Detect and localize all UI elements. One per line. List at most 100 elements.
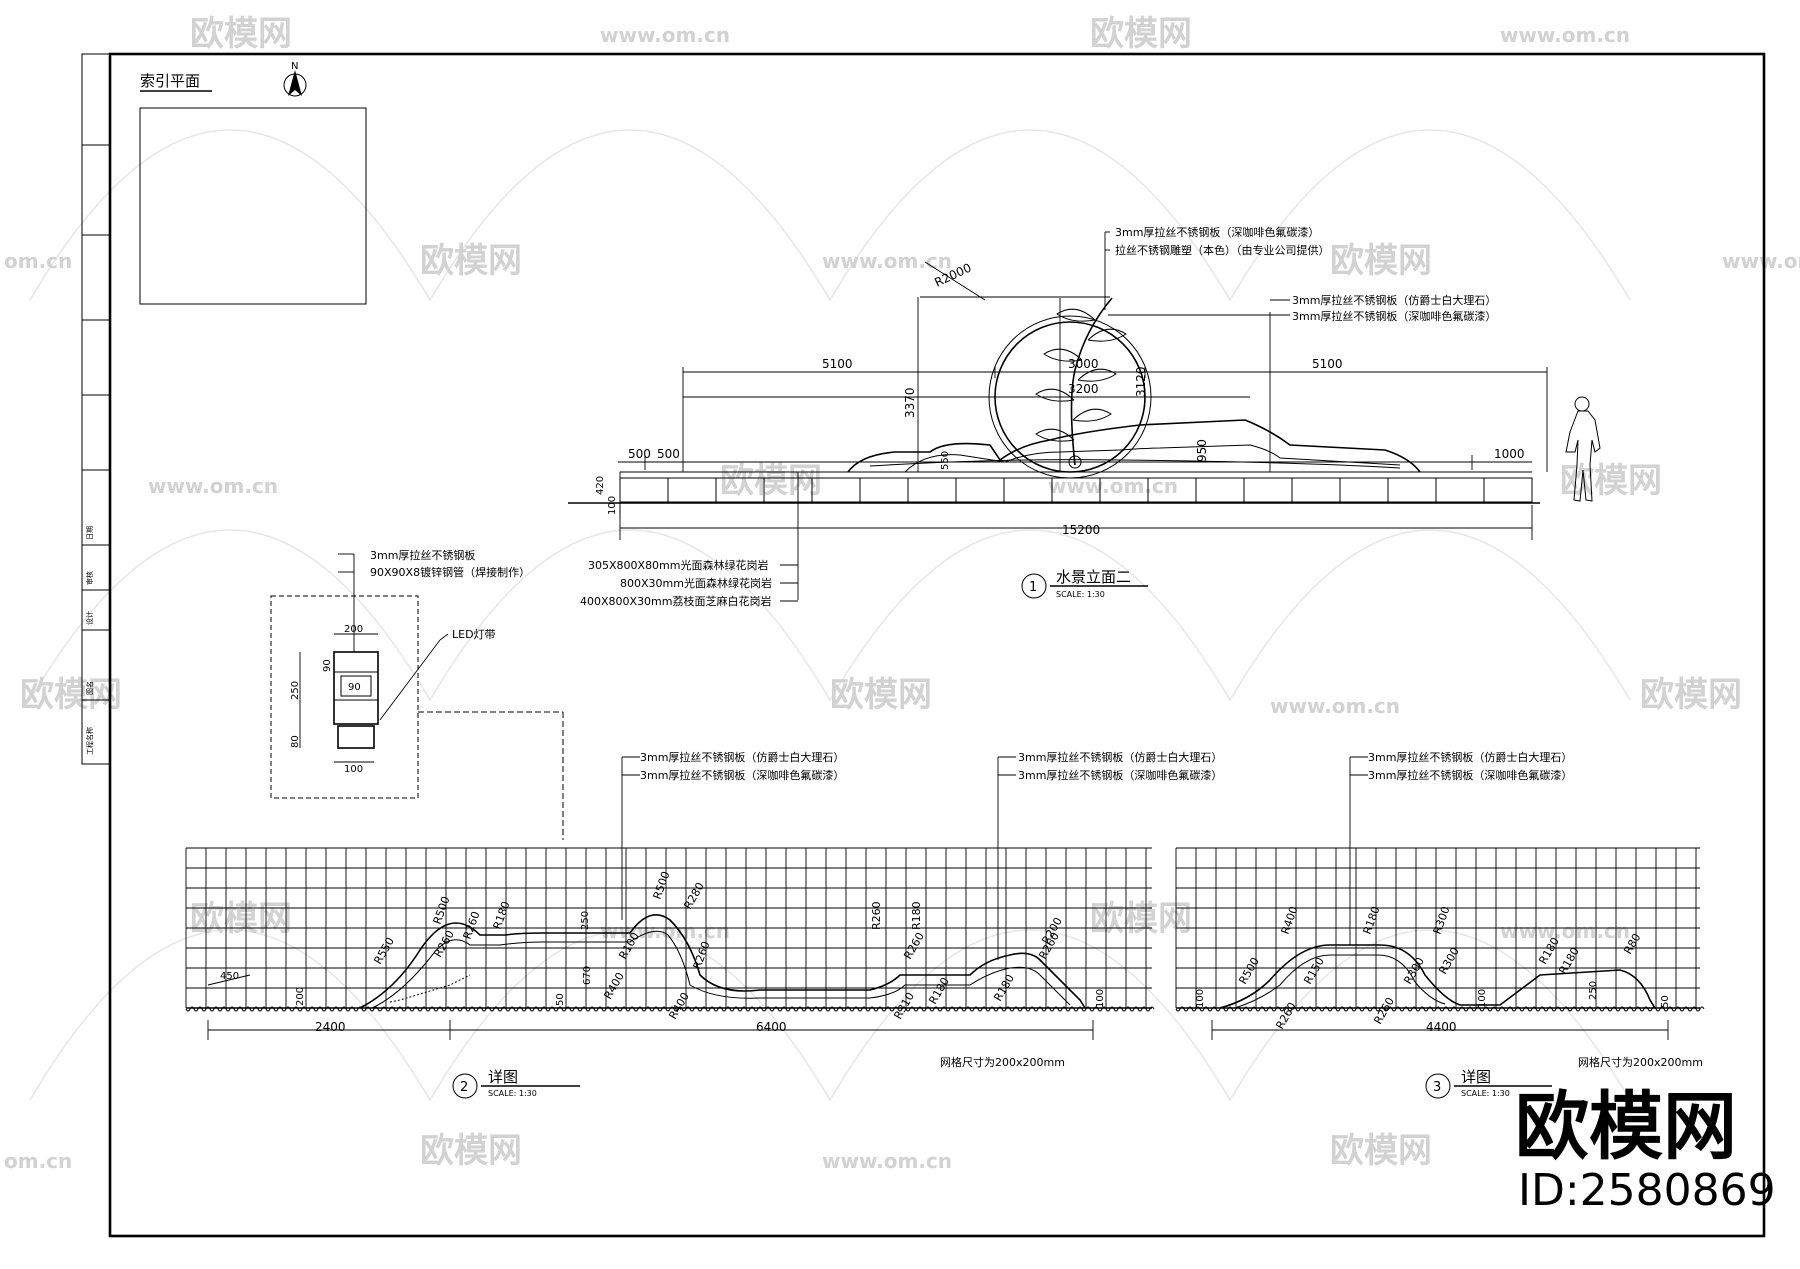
watermark-brand: 欧模网 — [420, 241, 522, 281]
sheet-border — [108, 52, 1766, 1238]
watermark-url: www.om.cn — [1500, 919, 1630, 943]
elevation-note-right-2: 3mm厚拉丝不锈钢板（深咖啡色氟碳漆） — [1292, 309, 1496, 323]
title-block-label: 工程名称 — [85, 727, 94, 755]
detail2-dim-6400: 6400 — [756, 1020, 787, 1034]
watermark-layer: 欧模网欧模网欧模网欧模网欧模网欧模网欧模网欧模网欧模网欧模网欧模网欧模网欧模网w… — [4, 14, 1800, 1173]
detail2-radius-label: R260 — [870, 901, 883, 930]
detail2-scale: SCALE: 1:30 — [488, 1089, 537, 1098]
detail3-radius-label: R150 — [1301, 955, 1327, 986]
detail3-dim-100: 100 — [1195, 989, 1206, 1008]
watermark-brand: 欧模网 — [420, 1131, 522, 1171]
detail2-number: 2 — [460, 1080, 468, 1095]
dim-1000: 1000 — [1494, 447, 1525, 461]
index-plan-title: 索引平面 — [140, 72, 200, 90]
dim-500-a: 500 — [628, 447, 651, 461]
title-block-label: 设计 — [85, 611, 94, 625]
watermark-brand: 欧模网 — [190, 14, 292, 54]
section-dim-90-w: 90 — [348, 682, 361, 693]
title-block-label: 审核 — [85, 571, 94, 585]
watermark-brand: 欧模网 — [1330, 1131, 1432, 1171]
detail2-note-a-2: 3mm厚拉丝不锈钢板（深咖啡色氟碳漆） — [640, 768, 844, 782]
detail3-dim-100-b: 100 — [1477, 989, 1488, 1008]
detail2-dim-100: 100 — [1095, 989, 1106, 1008]
watermark-brand: 欧模网 — [1090, 899, 1192, 939]
title-block-rows — [82, 144, 110, 701]
human-figure-icon — [1565, 396, 1601, 502]
detail2-radius-label: R400 — [601, 970, 627, 1001]
section-dim-100: 100 — [344, 764, 363, 775]
detail3-dim-50: 50 — [1660, 995, 1671, 1008]
detail2-dim-670: 670 — [582, 966, 593, 985]
detail2-radius-label: R260 — [901, 930, 927, 961]
watermark-url-short: om.cn — [4, 249, 72, 273]
watermark-brand: 欧模网 — [190, 899, 292, 939]
detail2-note-b-1: 3mm厚拉丝不锈钢板（仿爵士白大理石） — [1018, 750, 1222, 764]
detail2-radius-label: R180 — [491, 900, 513, 931]
section-detail: 3mm厚拉丝不锈钢板 90X90X8镀锌钢管（焊接制作） LED灯带 200 9… — [270, 548, 564, 840]
section-note-1: 3mm厚拉丝不锈钢板 — [370, 548, 475, 562]
section-dim-200: 200 — [344, 624, 363, 635]
dim-15200: 15200 — [1062, 523, 1100, 537]
elevation-note-bottom-1: 305X800X80mm光面森林绿花岗岩 — [588, 558, 769, 572]
detail2-dim-2400: 2400 — [315, 1020, 346, 1034]
section-note-2: 90X90X8镀锌钢管（焊接制作） — [370, 565, 530, 579]
detail2-radius-label: R260 — [461, 910, 483, 941]
watermark-brand: 欧模网 — [720, 461, 822, 501]
index-plan-box — [139, 107, 367, 305]
north-arrow-icon: N — [283, 61, 307, 97]
watermark-brand: 欧模网 — [1330, 241, 1432, 281]
elevation-number-circle — [1021, 573, 1047, 599]
section-dim-250: 250 — [290, 681, 301, 700]
watermark-url: www.om.cn — [600, 23, 730, 47]
detail2-radius-label: R500 — [651, 870, 673, 901]
detail3-title: 详图 — [1461, 1068, 1491, 1086]
detail3-note-2: 3mm厚拉丝不锈钢板（深咖啡色氟碳漆） — [1368, 768, 1572, 782]
detail2-number-circle — [452, 1073, 478, 1099]
detail2-dim-450: 450 — [220, 971, 239, 982]
detail2-radius-label: R400 — [666, 990, 692, 1021]
elevation-note-bottom-3: 400X800X30mm荔枝面芝麻白花岗岩 — [580, 594, 772, 608]
section-dim-80: 80 — [290, 735, 301, 748]
elevation-note-bottom-2: 800X30mm光面森林绿花岗岩 — [620, 576, 772, 590]
detail3-radius-label: R180 — [1361, 905, 1383, 936]
detail3-number-circle — [1425, 1073, 1451, 1099]
watermark-url: www.om.cn — [822, 1149, 952, 1173]
detail2-radius-label: R280 — [681, 880, 707, 911]
section-led-label: LED灯带 — [452, 628, 496, 641]
detail-2: 3mm厚拉丝不锈钢板（仿爵士白大理石） 3mm厚拉丝不锈钢板（深咖啡色氟碳漆） … — [185, 750, 1222, 1099]
detail3-radius-label: R400 — [1279, 905, 1301, 936]
title-block — [81, 53, 111, 765]
dim-3120: 3120 — [1134, 366, 1148, 397]
elevation-note-top-1: 3mm厚拉丝不锈钢板（深咖啡色氟碳漆） — [1115, 225, 1319, 239]
watermark-url: www.om.cn — [1500, 23, 1630, 47]
svg-text:N: N — [291, 61, 298, 72]
detail2-radius-label: R180 — [926, 975, 952, 1006]
detail2-dim-200: 200 — [295, 987, 306, 1006]
detail2-dim-50: 50 — [555, 993, 566, 1006]
watermark-brand: 欧模网 — [20, 675, 122, 715]
detail3-number: 3 — [1433, 1080, 1441, 1095]
dim-3370: 3370 — [903, 387, 917, 418]
detail2-radius-label: R500 — [431, 895, 453, 926]
watermark-url: www.om.cn — [1270, 694, 1400, 718]
watermark-url: www.om.cn — [148, 474, 278, 498]
watermark-url: www.om.cn — [600, 919, 730, 943]
detail3-radius-label: R300 — [1436, 945, 1462, 976]
detail3-scale: SCALE: 1:30 — [1461, 1089, 1510, 1098]
detail2-dim-250: 250 — [580, 911, 591, 930]
detail3-radius-label: R500 — [1236, 955, 1262, 986]
detail3-grid-note: 网格尺寸为200x200mm — [1578, 1055, 1703, 1069]
detail3-radius-label: R180 — [1556, 945, 1582, 976]
detail2-title: 详图 — [488, 1068, 518, 1086]
watermark-brand: 欧模网 — [1640, 675, 1742, 715]
detail3-note-1: 3mm厚拉丝不锈钢板（仿爵士白大理石） — [1368, 750, 1572, 764]
brand-watermark: 欧模网 — [1515, 1084, 1737, 1170]
elevation-view: 3mm厚拉丝不锈钢板（深咖啡色氟碳漆） 拉丝不锈钢雕塑（本色）（由专业公司提供）… — [568, 225, 1601, 608]
dim-3200: 3200 — [1068, 382, 1099, 396]
detail3-dim-250: 250 — [1588, 981, 1599, 1000]
elevation-title: 水景立面二 — [1056, 568, 1131, 586]
dim-5100-right: 5100 — [1312, 357, 1343, 371]
